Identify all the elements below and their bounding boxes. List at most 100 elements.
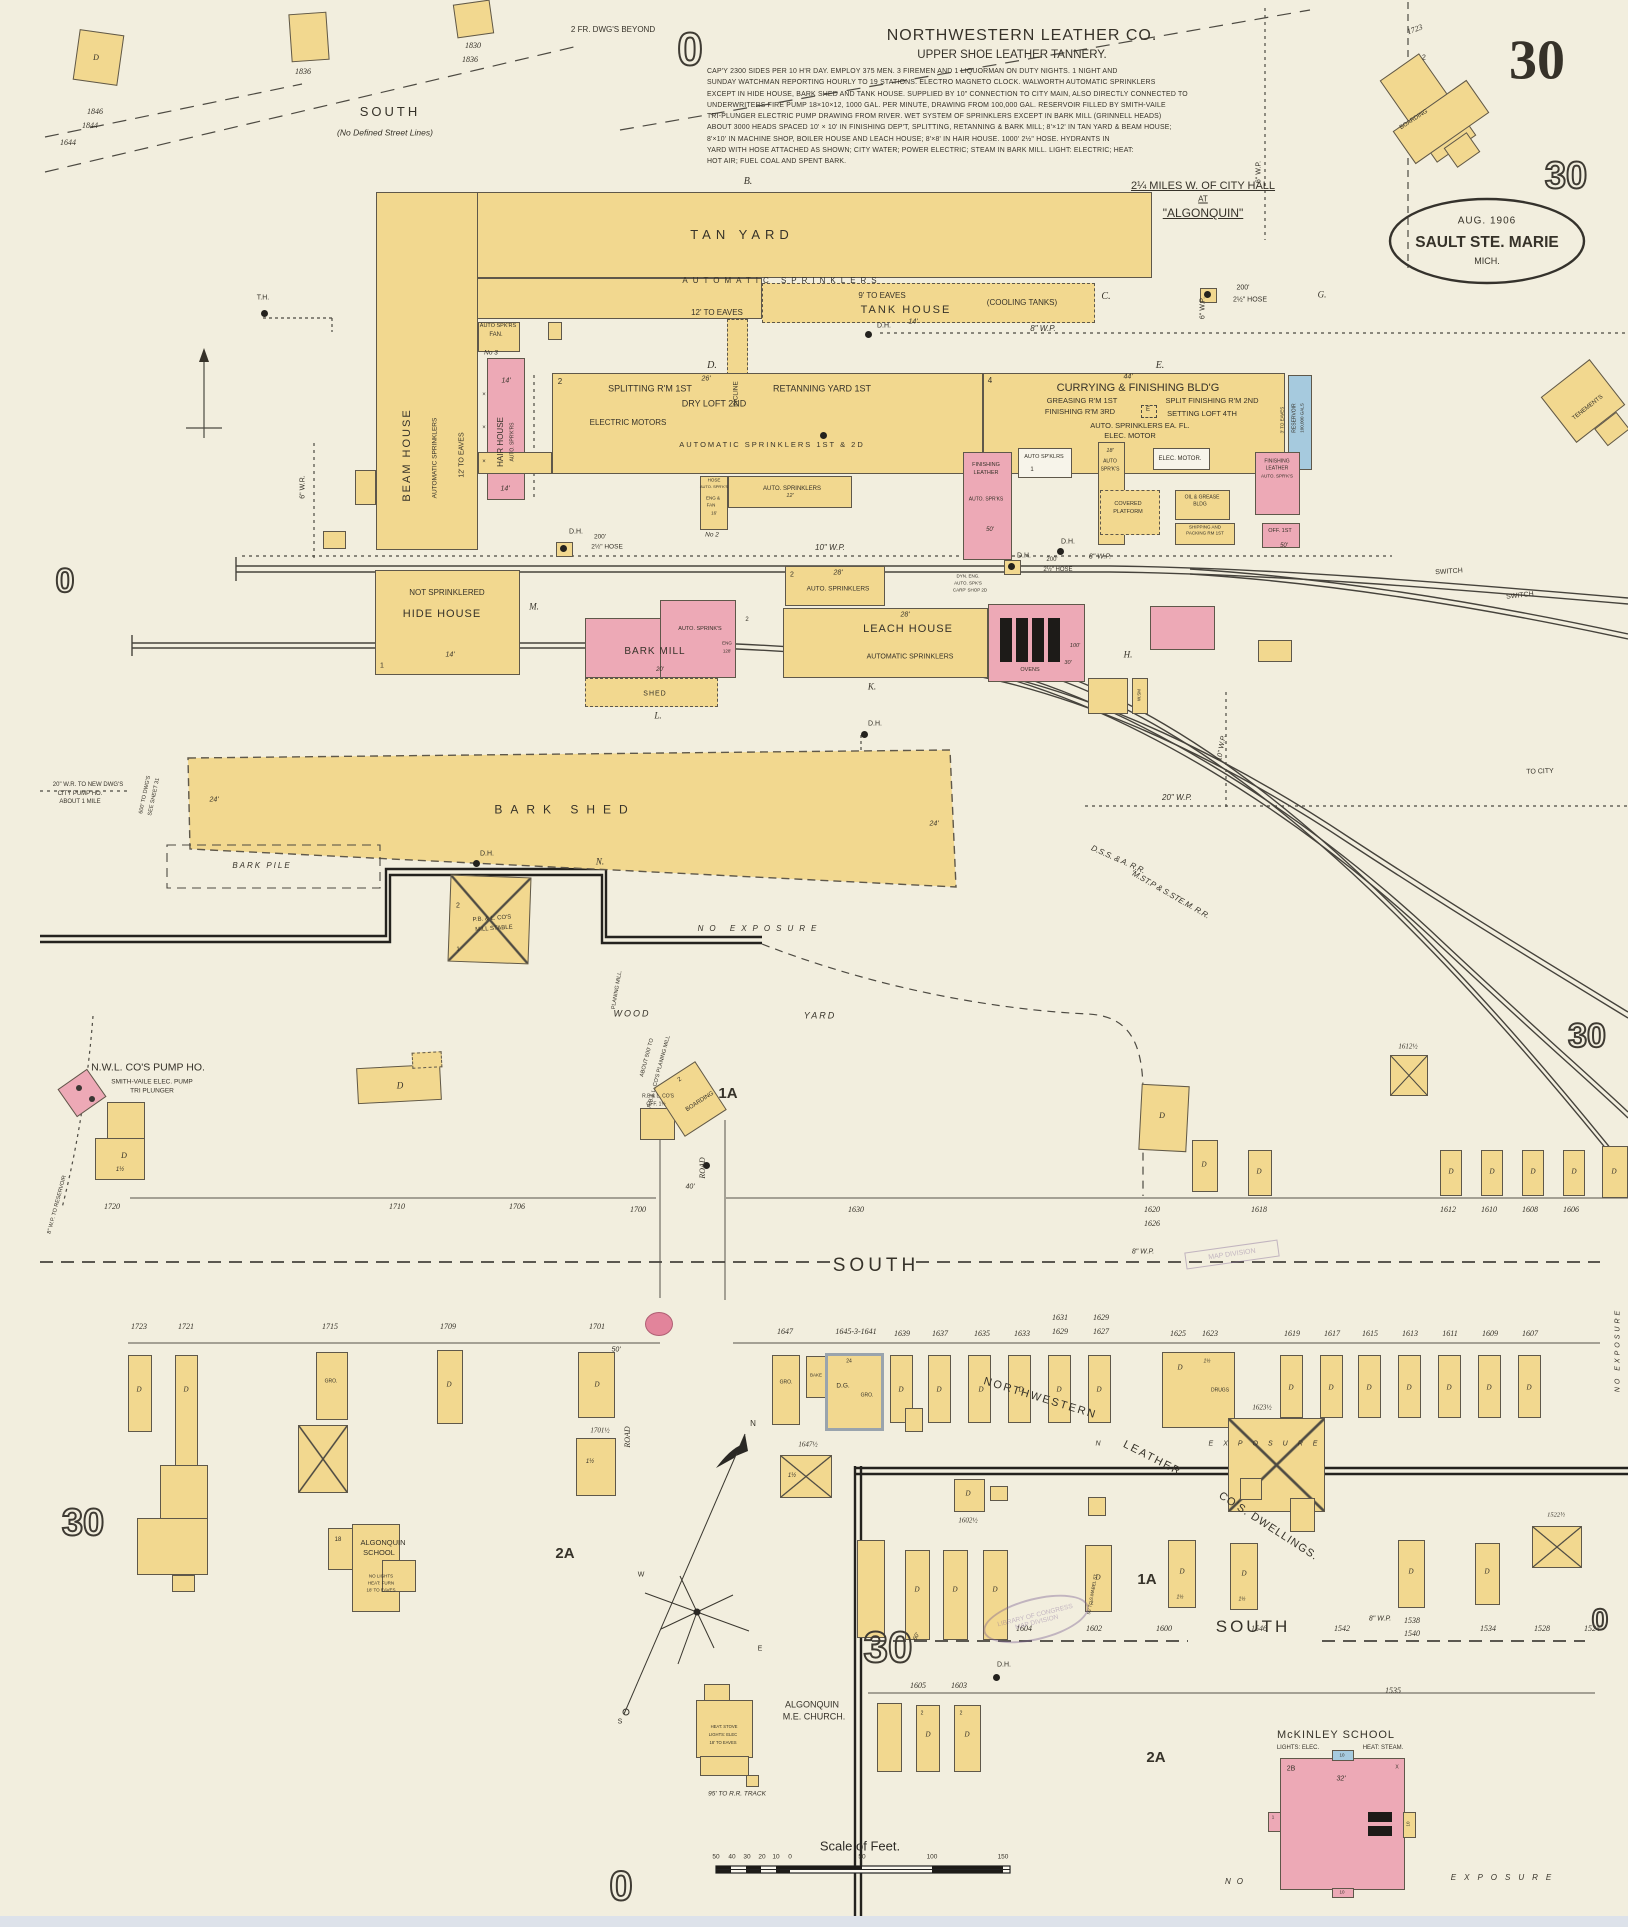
map-label: ABOUT 1 MILE <box>59 798 101 805</box>
map-label: D. <box>707 359 717 371</box>
map-label: 28' <box>833 569 843 577</box>
building <box>475 278 762 319</box>
map-label: 10 <box>1405 1821 1411 1827</box>
map-label: TANK HOUSE <box>860 304 952 317</box>
building <box>552 373 983 474</box>
map-label: 2B <box>1286 1765 1296 1773</box>
map-marker <box>89 1096 95 1102</box>
map-label: 1720 <box>104 1201 120 1211</box>
building <box>1008 1355 1031 1423</box>
map-label: 1540 <box>1404 1628 1420 1638</box>
map-label: AUTOMATIC SPRINKLERS <box>866 653 954 661</box>
map-label: 1629 <box>1052 1326 1068 1336</box>
map-label: 10 <box>1339 1889 1345 1895</box>
map-label: 24 <box>846 1358 852 1365</box>
building <box>376 192 1152 278</box>
map-label: D <box>1018 1385 1024 1394</box>
building <box>1390 1055 1428 1096</box>
building <box>411 1051 443 1069</box>
map-label: 1710 <box>389 1201 405 1211</box>
map-label: EXPOSURE <box>1208 1440 1328 1448</box>
map-label: TAN YARD <box>690 227 794 243</box>
map-label: AUTO. SPR'K'S <box>1261 473 1293 479</box>
location-note-line3: "ALGONQUIN" <box>1162 206 1244 220</box>
map-label: AUTO. SPK'S <box>954 580 982 586</box>
map-label: 2 <box>920 1710 924 1717</box>
map-label: AUTOMATIC SPRINKLERS 1ST & 2D <box>679 440 865 450</box>
sheet-number: 30 <box>1567 1017 1607 1056</box>
map-label: 1629 <box>1093 1312 1109 1322</box>
map-label: D <box>1486 1383 1492 1392</box>
hydrant-marker <box>1200 288 1217 303</box>
map-label: 1½ <box>1176 1594 1184 1601</box>
building <box>1563 1150 1585 1196</box>
building <box>1088 1355 1111 1423</box>
map-label: W.SM <box>1136 689 1142 701</box>
map-label: ALGONQUIN <box>360 1538 406 1548</box>
building <box>1398 1540 1425 1608</box>
map-label: 1613 <box>1402 1328 1418 1338</box>
building <box>298 1425 348 1493</box>
sheet-number: 0 <box>608 1861 633 1909</box>
map-label: D <box>396 1080 404 1091</box>
building <box>1332 1888 1354 1898</box>
map-label: 1701½ <box>590 1426 610 1435</box>
map-label: AUTO SPK'RS <box>479 323 517 330</box>
map-label: 1645-3-1641 <box>835 1326 877 1336</box>
scale-tick: 100 <box>926 1853 938 1861</box>
building <box>288 11 330 63</box>
map-label: SOUTH <box>1215 1617 1291 1637</box>
map-label: GRO. <box>779 1379 793 1386</box>
map-label: 44' <box>1123 373 1133 381</box>
map-label: FINISHING <box>1264 458 1290 465</box>
solid-bar <box>1016 618 1028 662</box>
tannery-description: CAP'Y 2300 SIDES PER 10 H'R DAY. EMPLOY … <box>707 66 1352 168</box>
building <box>780 1455 832 1498</box>
map-label: 1623 <box>1202 1328 1218 1338</box>
map-label: AUTO. SPR'K'RS <box>509 422 516 462</box>
building <box>990 1486 1008 1501</box>
building <box>983 1550 1008 1640</box>
map-label: B. <box>743 175 753 187</box>
solid-bar <box>1032 618 1044 662</box>
map-label: 1723 <box>131 1321 147 1331</box>
map-label: ENG <box>722 640 732 646</box>
map-label: AUTO. SPR'KS <box>968 496 1004 503</box>
map-label: McKINLEY SCHOOL <box>1276 1729 1396 1742</box>
map-label: ROAD <box>622 1426 632 1448</box>
scale-ruler <box>715 1865 1011 1874</box>
map-label: 1836 <box>462 54 478 64</box>
map-label: (COOLING TANKS) <box>986 297 1058 307</box>
map-label: 1830 <box>465 40 481 50</box>
building <box>1230 1543 1258 1610</box>
map-label: ELEC. MOTOR. <box>1158 455 1202 462</box>
scale-tick: 10 <box>772 1853 780 1861</box>
map-label: GRO. <box>324 1378 338 1385</box>
map-label: 40' <box>685 1183 695 1191</box>
map-label: D.H. <box>997 1661 1011 1669</box>
building <box>1175 523 1235 545</box>
building <box>916 1705 940 1772</box>
map-label: 8" W.P. <box>1368 1615 1392 1623</box>
building <box>1153 448 1210 470</box>
building <box>1398 1355 1421 1418</box>
map-label: 1603 <box>951 1680 967 1690</box>
stamp-date: AUG. 1906 <box>1457 215 1517 227</box>
map-marker <box>1141 405 1157 418</box>
map-label: 18' TO EAVES <box>366 1587 396 1593</box>
building <box>785 566 885 606</box>
map-label: 1625 <box>1170 1328 1186 1338</box>
map-label: D <box>594 1380 600 1389</box>
map-label: NO LIGHTS <box>368 1573 394 1579</box>
sheet-number: 30 <box>1509 29 1565 92</box>
map-label: × <box>482 424 486 431</box>
map-label: D <box>136 1385 142 1394</box>
building <box>323 531 346 549</box>
map-marker <box>76 1085 82 1091</box>
map-label: D <box>1179 1567 1185 1576</box>
map-label: 1644 <box>60 137 76 147</box>
map-label: DRUGS <box>1210 1387 1230 1394</box>
map-label: 1706 <box>509 1201 525 1211</box>
building <box>877 1703 902 1772</box>
map-label: D <box>183 1385 189 1394</box>
